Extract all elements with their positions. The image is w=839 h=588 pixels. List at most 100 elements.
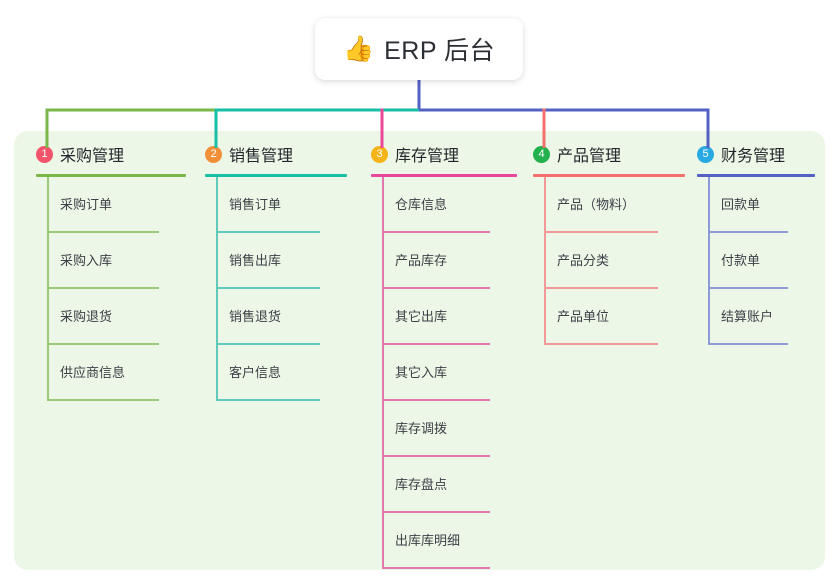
list-item-label: 产品单位 bbox=[557, 309, 610, 324]
list-item-label: 供应商信息 bbox=[60, 365, 126, 380]
list-item-label: 库存调拨 bbox=[395, 421, 448, 436]
list-item[interactable]: 付款单 bbox=[697, 233, 815, 289]
list-item-rule bbox=[216, 399, 320, 401]
list-item-label: 客户信息 bbox=[229, 365, 282, 380]
list-item[interactable]: 供应商信息 bbox=[36, 345, 186, 401]
column-title-4: 产品管理 bbox=[557, 148, 622, 165]
list-item[interactable]: 产品分类 bbox=[533, 233, 685, 289]
list-item[interactable]: 采购退货 bbox=[36, 289, 186, 345]
list-item-label: 付款单 bbox=[721, 253, 761, 268]
list-item-rule bbox=[382, 399, 490, 401]
column-header-5[interactable]: 5 财务管理 bbox=[697, 142, 815, 166]
column-spine-2 bbox=[216, 177, 218, 401]
column-header-3[interactable]: 3 库存管理 bbox=[371, 142, 517, 166]
list-item-label: 销售订单 bbox=[229, 197, 282, 212]
list-item-rule bbox=[708, 343, 788, 345]
column-badge-5: 5 bbox=[697, 145, 714, 163]
list-item-rule bbox=[216, 287, 320, 289]
column-2: 2 销售管理销售订单销售出库销售退货客户信息 bbox=[205, 142, 347, 401]
list-item-label: 其它入库 bbox=[395, 365, 448, 380]
list-item[interactable]: 库存调拨 bbox=[371, 401, 517, 457]
column-title-2: 销售管理 bbox=[229, 148, 294, 165]
list-item-label: 其它出库 bbox=[395, 309, 448, 324]
thumbs-up-icon: 👍 bbox=[342, 34, 375, 63]
list-item[interactable]: 销售订单 bbox=[205, 177, 347, 233]
list-item-label: 回款单 bbox=[721, 197, 761, 212]
list-item[interactable]: 产品（物料） bbox=[533, 177, 685, 233]
column-spine-5 bbox=[708, 177, 710, 345]
column-spine-3 bbox=[382, 177, 384, 569]
column-spine-4 bbox=[544, 177, 546, 345]
list-item[interactable]: 产品单位 bbox=[533, 289, 685, 345]
root-node-title: ERP 后台 bbox=[384, 37, 496, 65]
list-item-label: 采购退货 bbox=[60, 309, 113, 324]
list-item[interactable]: 仓库信息 bbox=[371, 177, 517, 233]
list-item[interactable]: 销售出库 bbox=[205, 233, 347, 289]
column-4: 4 产品管理产品（物料） 产品分类产品单位 bbox=[533, 142, 685, 345]
column-rule-2 bbox=[205, 174, 347, 177]
list-item-label: 采购订单 bbox=[60, 197, 113, 212]
list-item[interactable]: 采购订单 bbox=[36, 177, 186, 233]
diagram-panel bbox=[14, 131, 825, 570]
list-item-label: 仓库信息 bbox=[395, 197, 448, 212]
list-item-label: 出库库明细 bbox=[395, 533, 461, 548]
list-item-rule bbox=[47, 343, 159, 345]
list-item-rule bbox=[544, 343, 658, 345]
list-item-rule bbox=[544, 287, 658, 289]
list-item[interactable]: 出库库明细 bbox=[371, 513, 517, 569]
list-item[interactable]: 其它入库 bbox=[371, 345, 517, 401]
item-list-5: 回款单付款单结算账户 bbox=[697, 177, 815, 345]
list-item-rule bbox=[382, 567, 490, 569]
list-item-rule bbox=[47, 399, 159, 401]
list-item-rule bbox=[382, 455, 490, 457]
list-item-rule bbox=[708, 231, 788, 233]
list-item-rule bbox=[382, 511, 490, 513]
list-item[interactable]: 其它出库 bbox=[371, 289, 517, 345]
item-list-4: 产品（物料） 产品分类产品单位 bbox=[533, 177, 685, 345]
list-item[interactable]: 销售退货 bbox=[205, 289, 347, 345]
list-item-rule bbox=[216, 343, 320, 345]
root-node[interactable]: 👍 ERP 后台 bbox=[315, 18, 523, 80]
list-item-label: 结算账户 bbox=[721, 309, 774, 324]
column-title-5: 财务管理 bbox=[721, 148, 786, 165]
list-item-rule bbox=[544, 231, 658, 233]
list-item[interactable]: 结算账户 bbox=[697, 289, 815, 345]
column-header-4[interactable]: 4 产品管理 bbox=[533, 142, 685, 166]
list-item-label: 产品分类 bbox=[557, 253, 610, 268]
list-item-label: 产品库存 bbox=[395, 253, 448, 268]
list-item-rule bbox=[216, 231, 320, 233]
column-badge-2: 2 bbox=[205, 145, 222, 163]
list-item-rule bbox=[708, 287, 788, 289]
list-item-rule bbox=[47, 231, 159, 233]
column-rule-4 bbox=[533, 174, 685, 177]
list-item-rule bbox=[47, 287, 159, 289]
list-item-rule bbox=[382, 231, 490, 233]
list-item-label: 产品（物料） bbox=[557, 197, 636, 212]
item-list-2: 销售订单销售出库销售退货客户信息 bbox=[205, 177, 347, 401]
column-badge-3: 3 bbox=[371, 145, 388, 163]
list-item-label: 采购入库 bbox=[60, 253, 113, 268]
list-item-rule bbox=[382, 343, 490, 345]
list-item[interactable]: 采购入库 bbox=[36, 233, 186, 289]
list-item[interactable]: 回款单 bbox=[697, 177, 815, 233]
column-rule-1 bbox=[36, 174, 186, 177]
list-item-label: 销售退货 bbox=[229, 309, 282, 324]
list-item-label: 销售出库 bbox=[229, 253, 282, 268]
item-list-3: 仓库信息产品库存其它出库其它入库库存调拨库存盘点出库库明细 bbox=[371, 177, 517, 569]
column-badge-4: 4 bbox=[533, 145, 550, 163]
list-item[interactable]: 库存盘点 bbox=[371, 457, 517, 513]
column-spine-1 bbox=[47, 177, 49, 401]
list-item-label: 库存盘点 bbox=[395, 477, 448, 492]
column-3: 3 库存管理仓库信息产品库存其它出库其它入库库存调拨库存盘点出库库明细 bbox=[371, 142, 517, 569]
column-title-3: 库存管理 bbox=[395, 148, 460, 165]
list-item[interactable]: 客户信息 bbox=[205, 345, 347, 401]
column-rule-3 bbox=[371, 174, 517, 177]
item-list-1: 采购订单采购入库采购退货供应商信息 bbox=[36, 177, 186, 401]
list-item-rule bbox=[382, 287, 490, 289]
list-item[interactable]: 产品库存 bbox=[371, 233, 517, 289]
column-header-2[interactable]: 2 销售管理 bbox=[205, 142, 347, 166]
column-title-1: 采购管理 bbox=[60, 148, 125, 165]
